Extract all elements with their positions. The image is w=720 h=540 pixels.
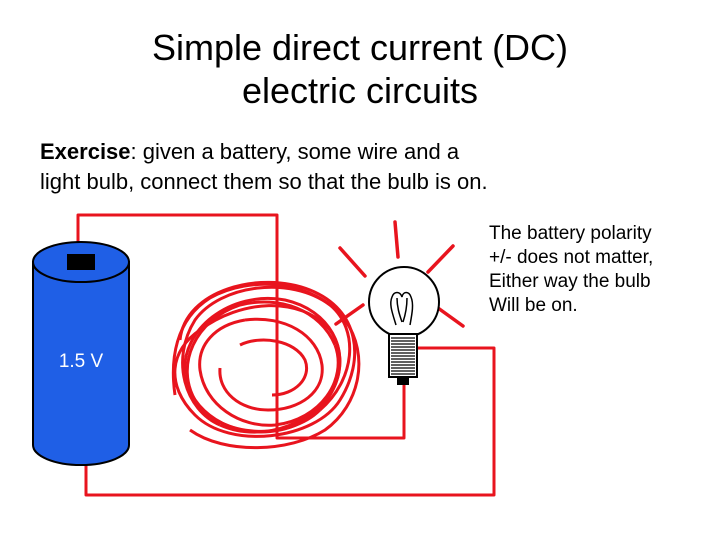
note-line-4: Will be on. <box>489 295 578 316</box>
exercise-label: Exercise <box>40 139 131 164</box>
battery-icon: 1.5 V <box>32 241 130 466</box>
bulb-contact <box>397 377 409 385</box>
wires <box>76 213 496 497</box>
battery-body <box>32 261 130 466</box>
title-line-2: electric circuits <box>241 70 479 111</box>
note-line-2: +/- does not matter, <box>489 247 654 268</box>
wire-bottom <box>84 346 496 497</box>
light-ray <box>436 306 465 328</box>
battery-voltage-label: 1.5 V <box>59 351 104 372</box>
light-ray <box>334 303 365 326</box>
light-rays <box>334 220 465 328</box>
light-ray <box>426 244 455 274</box>
light-ray <box>338 246 367 278</box>
exercise-text: Exercise: given a battery, some wire and… <box>40 137 640 197</box>
exercise-line-1-rest: : given a battery, some wire and a <box>130 139 460 164</box>
light-bulb-icon <box>368 266 440 385</box>
note-line-3: Either way the bulb <box>489 271 651 292</box>
bulb-threads <box>391 337 415 375</box>
exercise-line-1: Exercise: given a battery, some wire and… <box>40 137 640 167</box>
polarity-note: The battery polarity +/- does not matter… <box>489 222 719 318</box>
wire-tangle <box>171 280 361 450</box>
wire-top <box>76 213 406 440</box>
title-line-1: Simple direct current (DC) <box>151 27 569 68</box>
light-ray <box>393 220 400 259</box>
exercise-line-2: light bulb, connect them so that the bul… <box>40 169 488 194</box>
note-line-1: The battery polarity <box>489 223 652 244</box>
bulb-filament <box>390 291 414 326</box>
battery-terminal <box>67 254 95 270</box>
slide-title: Simple direct current (DC) electric circ… <box>60 26 660 112</box>
bulb-glass <box>368 266 440 338</box>
